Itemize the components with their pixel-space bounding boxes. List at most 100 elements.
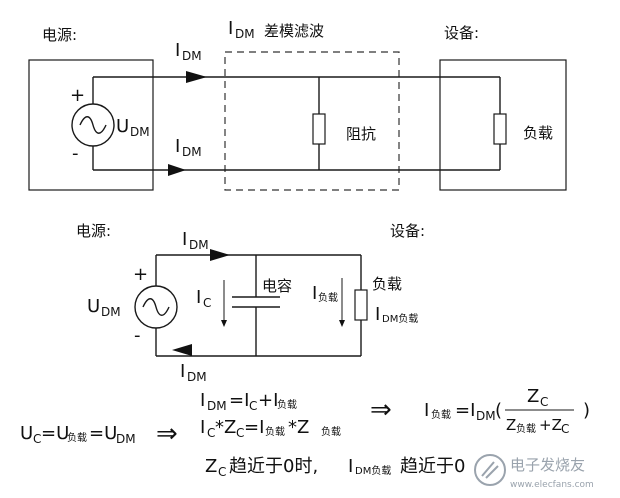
svg-text:I: I	[180, 361, 185, 382]
d2-device-label: 设备:	[390, 222, 425, 240]
svg-text:趋近于0: 趋近于0	[400, 456, 465, 477]
d2-ic-label: I C	[196, 287, 211, 310]
svg-text:DM负载: DM负载	[382, 312, 418, 325]
watermark: 电子发烧友 www.elecfans.com	[474, 454, 594, 490]
svg-text:DM: DM	[101, 305, 121, 319]
svg-text:I: I	[312, 283, 317, 304]
d1-sine-icon	[79, 116, 107, 134]
svg-text:DM: DM	[235, 27, 255, 41]
d2-source-label: 电源:	[76, 222, 111, 240]
svg-text:*Z: *Z	[215, 417, 236, 438]
d2-ac-source	[134, 285, 178, 329]
d1-impedance-resistor	[312, 113, 326, 145]
d2-load-label: 负载	[372, 275, 402, 293]
eq-arrow-2: ⇒	[370, 395, 392, 425]
svg-text:C: C	[540, 395, 548, 409]
eq-conclusion: Z C 趋近于0时, I DM负载 趋近于0	[205, 456, 465, 479]
d1-device-box	[439, 59, 567, 191]
svg-text:U: U	[87, 296, 100, 317]
d1-current-top: I DM	[175, 40, 202, 63]
d1-filter-title: I DM 差模滤波	[228, 18, 324, 41]
svg-text:DM: DM	[476, 409, 496, 423]
d1-current-bottom: I DM	[175, 136, 202, 159]
svg-text:DM: DM	[116, 432, 136, 446]
svg-text:+Z: +Z	[539, 416, 562, 434]
svg-text:DM: DM	[182, 145, 202, 159]
svg-text:负载: 负载	[265, 425, 285, 438]
svg-text:负载: 负载	[277, 398, 297, 411]
svg-text:C: C	[33, 432, 41, 446]
svg-text:C: C	[218, 465, 226, 479]
d1-source-label: 电源:	[42, 26, 77, 44]
svg-text:I: I	[175, 40, 180, 61]
d2-plus: +	[133, 264, 148, 285]
svg-text:负载: 负载	[431, 408, 451, 421]
svg-text:DM: DM	[130, 125, 150, 139]
d2-arrow-left	[172, 344, 192, 356]
svg-text:I: I	[375, 304, 380, 325]
d2-arrow-right	[210, 249, 230, 261]
d1-plus: +	[70, 85, 85, 106]
svg-text:=I: =I	[229, 390, 249, 411]
svg-text:DM: DM	[182, 49, 202, 63]
svg-text:I: I	[196, 287, 201, 308]
svg-text:U: U	[116, 116, 129, 137]
svg-text:I: I	[228, 18, 233, 39]
eq-voltage: I C *Z C =I 负载 *Z 负载	[200, 417, 341, 440]
d1-device-label: 设备:	[444, 24, 479, 42]
svg-text:C: C	[561, 422, 569, 436]
d2-iload-label: I 负载	[312, 283, 338, 304]
svg-text:DM: DM	[207, 399, 227, 413]
svg-text:I: I	[182, 229, 187, 250]
svg-text:(: (	[495, 400, 502, 421]
svg-text:U: U	[20, 423, 33, 444]
svg-text:Z: Z	[205, 456, 217, 477]
d1-minus: -	[72, 143, 79, 164]
d1-arrow-left	[168, 164, 186, 176]
d2-capacitor-label: 电容	[262, 277, 292, 295]
svg-text:DM: DM	[187, 370, 207, 384]
svg-text:负载: 负载	[321, 425, 341, 438]
d2-minus: -	[134, 325, 141, 346]
svg-text:DM负载: DM负载	[355, 464, 391, 477]
svg-text:负载: 负载	[318, 291, 338, 304]
svg-text:Z: Z	[506, 416, 516, 434]
d1-load-resistor	[493, 113, 507, 145]
d1-voltage-label: U DM	[116, 116, 150, 139]
svg-text:C: C	[236, 426, 244, 440]
svg-text:电子发烧友: 电子发烧友	[510, 456, 585, 474]
svg-text:www.elecfans.com: www.elecfans.com	[510, 480, 594, 490]
svg-text:I: I	[424, 400, 429, 421]
svg-text:Z: Z	[527, 386, 539, 407]
svg-text:负载: 负载	[67, 431, 87, 444]
eq-arrow-1: ⇒	[156, 419, 178, 449]
d2-current-bottom: I DM	[180, 361, 207, 384]
svg-text:+I: +I	[258, 390, 278, 411]
d1-impedance-label: 阻抗	[346, 125, 376, 143]
svg-text:C: C	[203, 296, 211, 310]
d2-current-top: I DM	[182, 229, 209, 252]
svg-text:DM: DM	[189, 238, 209, 252]
d1-source-box	[28, 59, 154, 191]
d2-sine-icon	[142, 298, 170, 316]
svg-text:I: I	[175, 136, 180, 157]
svg-text:I: I	[200, 390, 205, 411]
svg-text:): )	[583, 400, 590, 421]
eq-kcl: I DM =I C +I 负载	[200, 390, 297, 413]
d1-load-label: 负载	[523, 124, 553, 142]
d2-load-resistor	[354, 289, 368, 321]
d1-filter-box	[224, 51, 400, 191]
svg-text:C: C	[249, 399, 257, 413]
eq-uc: U C =U 负载 =U DM	[20, 423, 136, 446]
d1-arrow-right	[186, 71, 207, 83]
svg-text:*Z: *Z	[288, 417, 309, 438]
svg-text:差模滤波: 差模滤波	[264, 22, 324, 40]
svg-text:负载: 负载	[516, 422, 536, 435]
svg-text:=U: =U	[89, 423, 117, 444]
d2-voltage-label: U DM	[87, 296, 121, 319]
d1-ac-source	[71, 103, 115, 147]
svg-text:I: I	[200, 417, 205, 438]
svg-text:=I: =I	[455, 400, 475, 421]
svg-text:趋近于0时,: 趋近于0时,	[229, 456, 318, 477]
